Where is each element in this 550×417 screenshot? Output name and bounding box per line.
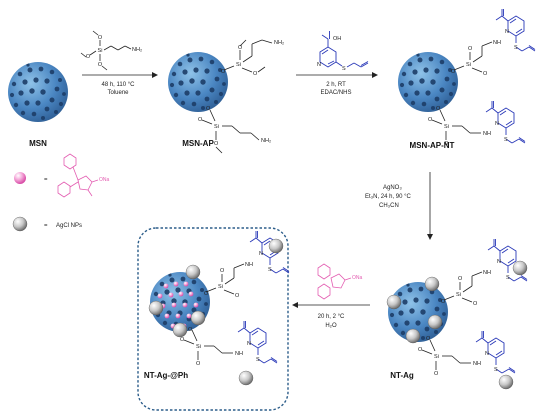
svg-text:O: O (206, 106, 211, 112)
reagent-phenytoin-sodium: ONa (317, 263, 363, 300)
reagent-allylthio-nicotinic-acid: N OH S (317, 31, 369, 72)
label-msn-ap-nt: MSN-AP-NT (410, 141, 455, 150)
svg-text:N: N (317, 62, 321, 68)
svg-text:S: S (504, 137, 508, 143)
svg-text:O: O (468, 46, 473, 52)
svg-text:O: O (220, 268, 225, 274)
svg-text:O: O (198, 117, 203, 123)
svg-text:O: O (418, 347, 423, 353)
msn-ap-particle: O Si NH₂ O O O Si NH₂ O O (168, 39, 284, 154)
nt-ag-particle: O Si O O NH N S O Si O O NH N S (386, 238, 528, 390)
svg-text:Si: Si (466, 62, 471, 68)
product-highlight-box (137, 227, 289, 411)
svg-text:S: S (514, 45, 518, 51)
label-msn: MSN (29, 139, 47, 148)
svg-text:O: O (253, 71, 258, 77)
svg-text:NH: NH (235, 351, 243, 357)
svg-text:O: O (196, 361, 201, 367)
svg-text:NH: NH (483, 270, 491, 276)
svg-text:Si: Si (196, 344, 201, 350)
svg-text:NH: NH (483, 131, 491, 137)
svg-text:O: O (86, 54, 91, 60)
svg-text:O: O (434, 371, 439, 377)
svg-text:=: = (44, 223, 48, 229)
svg-text:NH₂: NH₂ (132, 47, 142, 53)
step-1-condition-solvent: Toluene (107, 90, 129, 96)
svg-text:O: O (426, 336, 431, 342)
step-3-condition-reagent: AgNO₃ (383, 185, 402, 191)
arrow-step-3 (427, 172, 433, 240)
svg-text:O: O (483, 71, 488, 77)
step-3-condition-solvent: CH₃CN (379, 203, 399, 209)
svg-text:O: O (221, 69, 226, 75)
legend-phenytoin: = ONa (14, 153, 110, 198)
svg-text:ONa: ONa (352, 275, 363, 281)
svg-text:S: S (342, 66, 346, 72)
svg-text:N: N (497, 259, 501, 265)
svg-text:N: N (485, 351, 489, 357)
svg-text:O: O (98, 35, 103, 41)
step-4-condition-solvent: H₂O (325, 323, 337, 329)
legend-agcl-label: AgCl NPs (56, 223, 82, 229)
step-4-condition-time-temp: 20 h, 2 °C (318, 314, 345, 320)
svg-text:S: S (506, 275, 510, 281)
svg-text:N: N (495, 121, 499, 127)
svg-text:Si: Si (236, 62, 241, 68)
svg-text:NH: NH (245, 262, 253, 268)
svg-text:S: S (268, 267, 272, 273)
arrow-step-2 (296, 72, 378, 78)
svg-text:=: = (44, 177, 48, 183)
svg-text:Si: Si (218, 284, 223, 290)
svg-text:S: S (494, 367, 498, 373)
step-2-condition-coupling: EDAC/NHS (320, 90, 351, 96)
svg-text:O: O (238, 45, 243, 51)
svg-text:Si: Si (434, 354, 439, 360)
step-2-condition-time-temp: 2 h, RT (326, 82, 346, 88)
svg-text:Si: Si (98, 48, 103, 54)
svg-text:Si: Si (456, 292, 461, 298)
label-nt-ag-ph: NT-Ag-@Ph (144, 371, 188, 380)
svg-text:NH₂: NH₂ (261, 138, 271, 144)
svg-text:OH: OH (333, 36, 341, 42)
label-msn-ap: MSN-AP (182, 139, 214, 148)
svg-text:N: N (247, 341, 251, 347)
svg-text:NH: NH (473, 361, 481, 367)
reagent-aptes: Si NH₂ O O O (80, 30, 142, 71)
svg-text:O: O (188, 327, 193, 333)
svg-text:NH: NH (493, 40, 501, 46)
msn-ap-nt-particle: O Si O O NH N S O Si O O NH N S (398, 8, 536, 147)
svg-text:O: O (458, 276, 463, 282)
svg-text:O: O (444, 141, 449, 147)
arrow-step-4 (292, 302, 370, 308)
svg-text:ONa: ONa (99, 177, 110, 183)
step-1-condition-time-temp: 48 h, 110 °C (102, 82, 136, 88)
svg-text:O: O (451, 69, 456, 75)
svg-text:O: O (204, 291, 209, 297)
svg-text:Si: Si (444, 124, 449, 130)
svg-text:N: N (259, 251, 263, 257)
svg-text:S: S (256, 357, 260, 363)
msn-particle (8, 62, 68, 122)
svg-text:N: N (505, 29, 509, 35)
label-nt-ag: NT-Ag (390, 371, 414, 380)
svg-text:O: O (98, 62, 103, 68)
svg-text:Si: Si (214, 124, 219, 130)
arrow-step-1 (82, 72, 158, 78)
nt-ag-ph-particle: O Si O O NH N S O Si O O NH N S (148, 230, 290, 386)
svg-text:O: O (473, 301, 478, 307)
svg-text:O: O (214, 141, 219, 147)
svg-text:O: O (235, 293, 240, 299)
step-3-condition-base-time-temp: Et₃N, 24 h, 90 °C (365, 194, 412, 200)
svg-text:O: O (180, 337, 185, 343)
svg-text:O: O (441, 299, 446, 305)
svg-text:O: O (436, 106, 441, 112)
legend-agcl-np: = AgCl NPs (12, 216, 82, 232)
svg-text:O: O (428, 117, 433, 123)
svg-text:NH₂: NH₂ (274, 40, 284, 46)
